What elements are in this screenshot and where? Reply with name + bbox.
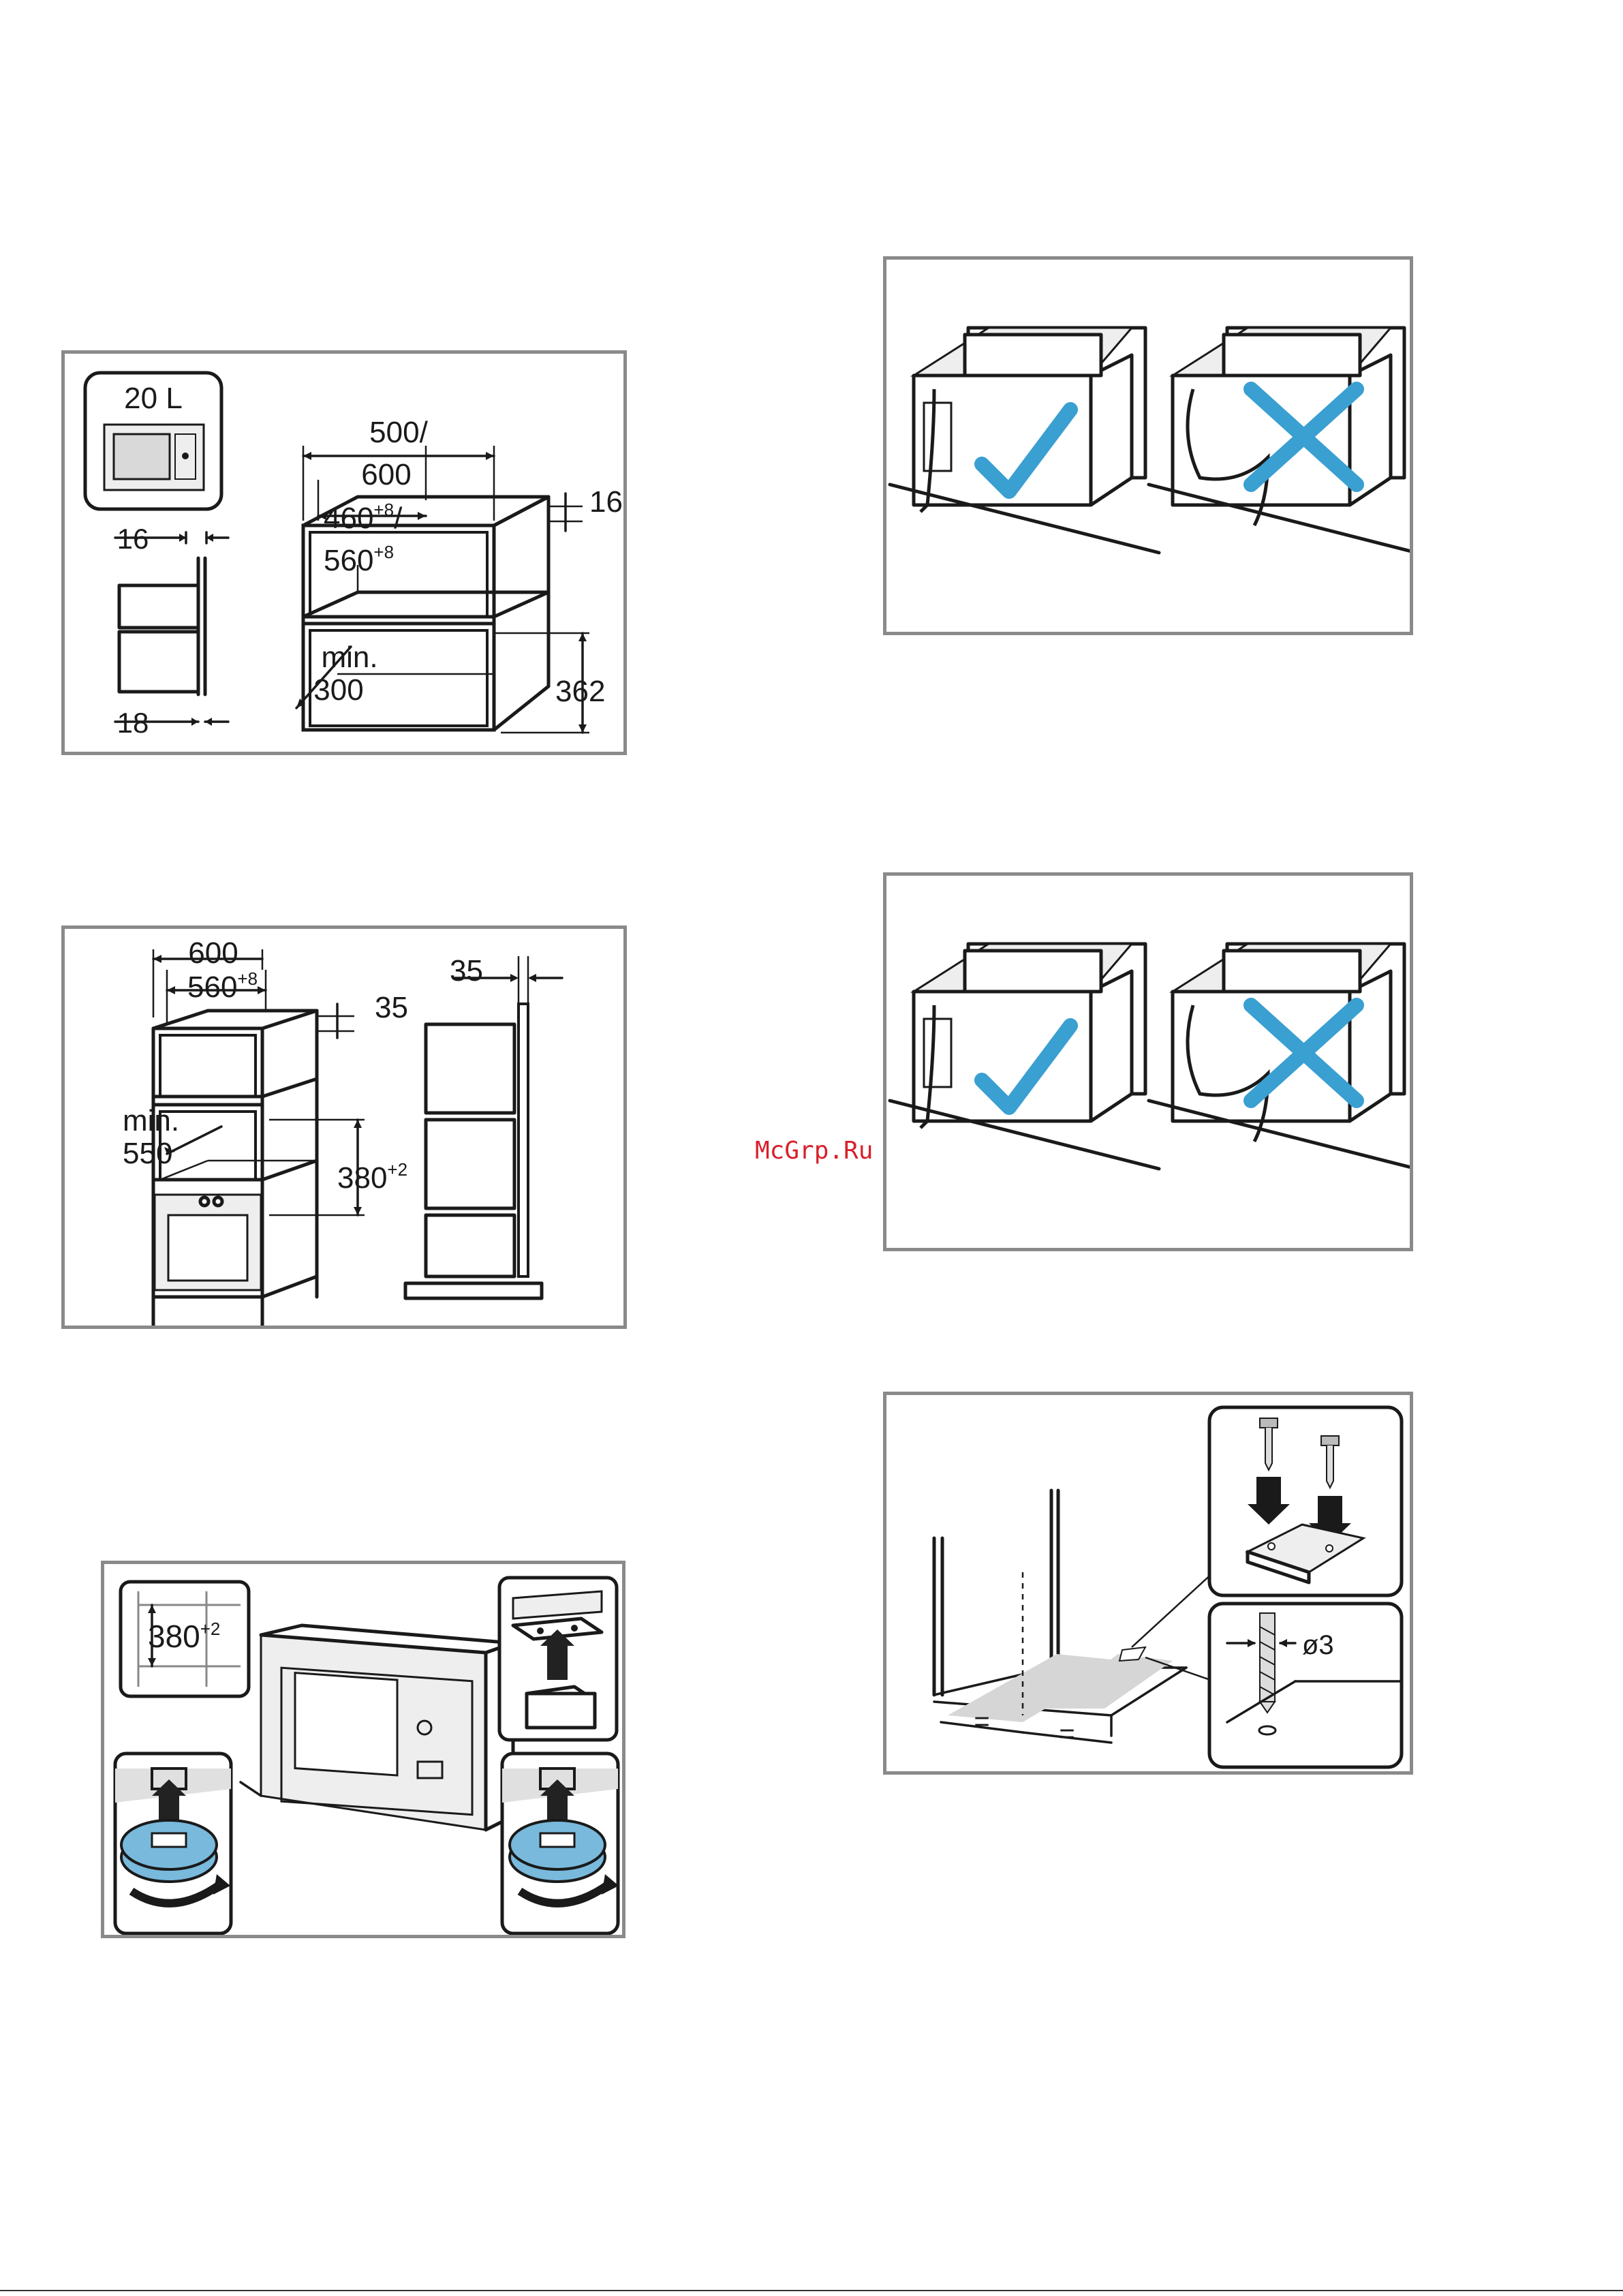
capacity-label: 20 L	[124, 382, 183, 415]
panel-cable-routing-1-drawing	[886, 260, 1413, 635]
height-min-label: min.	[123, 1104, 179, 1137]
width-inner-dimension: 560+8	[187, 968, 258, 1004]
width-outer-value: 600	[188, 936, 238, 970]
width-inner-line1: 460+8/	[324, 500, 403, 535]
width-inner-b-tolerance: +8	[373, 542, 394, 562]
page-footer-rule	[0, 2290, 1623, 2291]
depth-label-min: min.	[321, 641, 377, 674]
depth-label-value: 300	[313, 673, 363, 707]
tall-cabinet-drawing	[153, 1011, 317, 1326]
equal-right-label: =	[1059, 1719, 1075, 1749]
panel-cable-routing-1	[883, 256, 1413, 635]
width-inner-a-tolerance: +8	[373, 500, 394, 520]
side-top-dimension: 16	[117, 523, 149, 555]
height-min-value: 550	[123, 1137, 172, 1170]
panel-tall-cabinet-dimensions: 600 560+8	[61, 925, 627, 1329]
inset-drill	[1209, 1604, 1402, 1767]
width-inner-a: 460	[324, 502, 373, 535]
incorrect-installation-drawing	[1149, 944, 1413, 1169]
correct-installation-drawing	[890, 328, 1159, 553]
microwave-in-niche-drawing	[241, 1625, 527, 1830]
watermark: McGrp.Ru	[755, 1137, 873, 1165]
width-outer-dimension: 600	[188, 936, 238, 970]
panel-bracket-mounting: = =	[883, 1392, 1413, 1775]
top-thickness-lines	[318, 1004, 354, 1038]
niche-floor-drawing	[934, 1490, 1234, 1743]
top-thickness-dimension: 16	[589, 485, 623, 519]
inset-niche-height-tolerance: +2	[200, 1619, 221, 1639]
niche-height-dimension: 380+2	[337, 1159, 407, 1195]
panel-niche-dimensions-20l: 20 L 16 18	[61, 350, 627, 755]
height-dimension: 362	[555, 675, 605, 708]
side-section-drawing	[405, 956, 562, 1298]
width-outer-line1: 500/	[369, 416, 428, 449]
inset-niche-height-value: 380	[148, 1619, 200, 1654]
panel-tall-cabinet-drawing: 600 560+8	[65, 929, 627, 1329]
side-section-drawing	[115, 532, 228, 726]
panel-niche-dimensions-drawing: 20 L 16 18	[65, 354, 627, 755]
niche-height-value: 380	[337, 1161, 387, 1195]
niche-height-tolerance: +2	[387, 1159, 407, 1180]
side-thickness-dimension: 35	[450, 954, 483, 988]
equal-left-label: =	[974, 1706, 989, 1736]
incorrect-installation-drawing	[1149, 328, 1413, 553]
side-bottom-dimension: 18	[117, 707, 149, 739]
panel-bracket-mounting-drawing: = =	[886, 1395, 1413, 1775]
width-inner-a-slash: /	[394, 502, 403, 535]
top-thickness-dimension: 35	[375, 991, 408, 1024]
panel-leveling-feet: 380+2	[101, 1561, 625, 1938]
panel-cable-routing-2-drawing	[886, 876, 1413, 1251]
correct-installation-drawing	[890, 944, 1159, 1169]
width-inner-b: 560	[324, 544, 373, 577]
width-inner-tolerance: +8	[237, 968, 258, 989]
drill-diameter-label: ø3	[1302, 1630, 1334, 1660]
width-outer-line2: 600	[361, 458, 411, 491]
width-inner-line2: 560+8	[324, 542, 394, 577]
panel-leveling-feet-drawing: 380+2	[104, 1564, 625, 1938]
width-inner-value: 560	[187, 970, 237, 1004]
panel-cable-routing-2	[883, 872, 1413, 1251]
microwave-icon	[104, 425, 204, 490]
top-thickness-lines	[550, 493, 583, 531]
